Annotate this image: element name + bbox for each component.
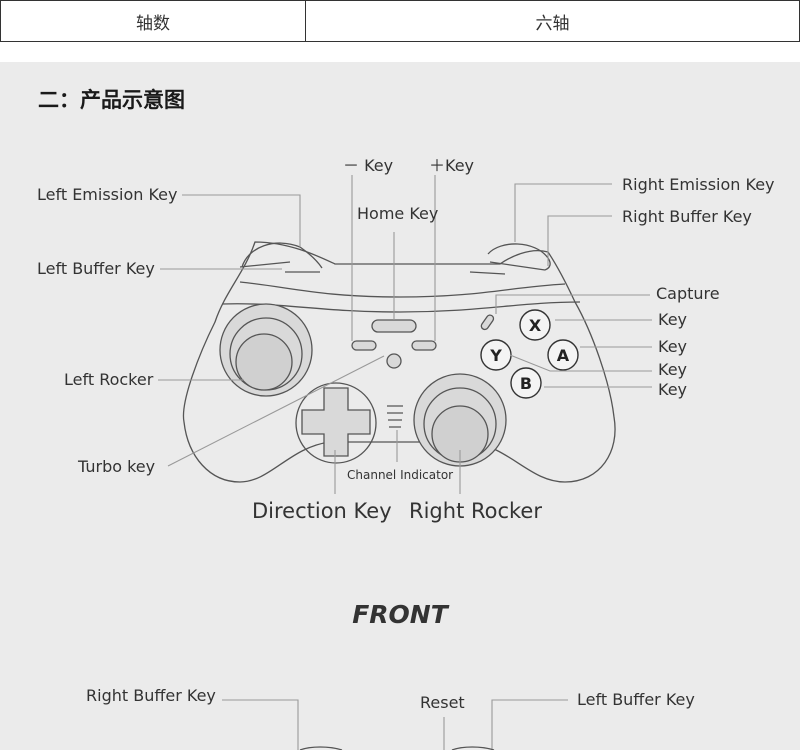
a-key-label: Key bbox=[658, 337, 688, 356]
a-button bbox=[547, 339, 579, 371]
channel-indicator-lines bbox=[387, 405, 403, 428]
front-title: FRONT bbox=[352, 600, 448, 629]
x-key-label: Key bbox=[658, 310, 688, 329]
d-pad bbox=[301, 387, 371, 457]
y-key-label: Key bbox=[658, 360, 688, 379]
top-left-buffer-key-label: Left Buffer Key bbox=[577, 690, 695, 709]
right-rocker-label: Right Rocker bbox=[409, 499, 542, 523]
minus-key-label: － Key bbox=[343, 156, 394, 175]
x-button bbox=[519, 309, 551, 341]
controller-diagram: X Y A B bbox=[158, 175, 652, 750]
x-button-label: X bbox=[529, 316, 542, 335]
controller-body bbox=[182, 241, 616, 483]
right-buffer-key-label: Right Buffer Key bbox=[622, 207, 752, 226]
capture-button bbox=[480, 314, 495, 331]
leader-lines bbox=[158, 175, 652, 750]
b-button-label: B bbox=[520, 374, 532, 393]
channel-indicator-label: Channel Indicator bbox=[347, 468, 454, 482]
y-button-label: Y bbox=[489, 346, 502, 365]
spec-row: 轴数 六轴 bbox=[0, 0, 800, 42]
b-key-label: Key bbox=[658, 380, 688, 399]
left-buffer-key-label: Left Buffer Key bbox=[37, 259, 155, 278]
top-view-partial bbox=[299, 746, 495, 750]
spec-label: 轴数 bbox=[0, 0, 306, 42]
diagram-panel: 二：产品示意图 bbox=[0, 62, 800, 750]
capture-label: Capture bbox=[656, 284, 720, 303]
left-rocker-label: Left Rocker bbox=[64, 370, 154, 389]
turbo-button bbox=[386, 353, 402, 369]
b-button bbox=[510, 367, 542, 399]
left-emission-key-label: Left Emission Key bbox=[37, 185, 178, 204]
plus-button bbox=[411, 340, 437, 351]
top-right-buffer-key-label: Right Buffer Key bbox=[86, 686, 216, 705]
home-button bbox=[371, 319, 417, 333]
reset-label: Reset bbox=[420, 693, 465, 712]
home-key-label: Home Key bbox=[357, 204, 439, 223]
left-emission-key-shape bbox=[241, 242, 323, 269]
spec-value: 六轴 bbox=[305, 0, 800, 42]
minus-button bbox=[351, 340, 377, 351]
a-button-label: A bbox=[557, 346, 570, 365]
direction-key-label: Direction Key bbox=[252, 499, 392, 523]
section-title: 二：产品示意图 bbox=[38, 88, 185, 112]
turbo-key-label: Turbo key bbox=[78, 457, 156, 476]
plus-key-label: ＋Key bbox=[429, 156, 475, 175]
spec-table: 轴数 六轴 bbox=[0, 0, 800, 42]
right-emission-key-label: Right Emission Key bbox=[622, 175, 775, 194]
